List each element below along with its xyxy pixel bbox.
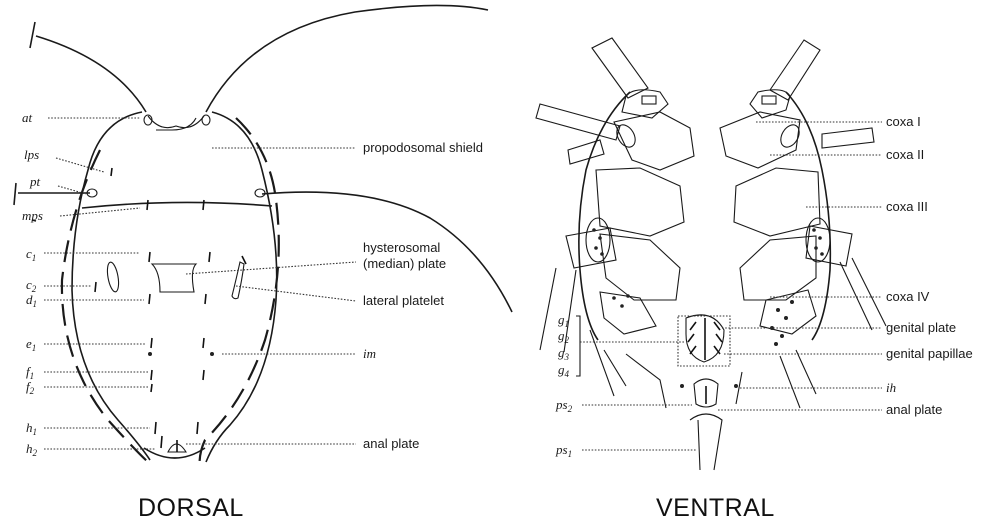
tail xyxy=(690,414,722,470)
coxa-2-right xyxy=(720,112,800,168)
hind-leg-right xyxy=(780,350,816,408)
label-hysterosomal: hysterosomal xyxy=(363,240,440,255)
label-im: im xyxy=(363,346,376,361)
label-h2: h2 xyxy=(26,441,38,458)
leg-3-left xyxy=(566,228,616,268)
notch-detail xyxy=(156,118,196,130)
label-c1: c1 xyxy=(26,246,36,263)
ventral-title: VENTRAL xyxy=(656,494,775,522)
label-median-plate: (median) plate xyxy=(363,256,446,271)
label-mps: mps xyxy=(22,208,43,223)
median-plate xyxy=(152,264,196,292)
leg-2b-left xyxy=(568,140,604,164)
dorsal-body-outline-right xyxy=(206,112,277,462)
lateral-platelet-right xyxy=(232,262,244,299)
label-ps2: ps2 xyxy=(555,397,573,414)
dorsal-view: at lps pt mps c1 c2 d1 e1 f1 f2 h1 h2 pr… xyxy=(14,5,512,522)
coxa-1-left-mark xyxy=(642,96,656,104)
coxa-2-left-oval xyxy=(613,122,639,151)
at-seta-base-right xyxy=(202,115,210,125)
label-g3: g3 xyxy=(558,345,570,362)
g-bracket xyxy=(576,316,580,376)
leg-2-left xyxy=(536,104,620,140)
ih-left xyxy=(680,384,684,388)
label-coxa-2: coxa II xyxy=(886,147,924,162)
coxa-3-left xyxy=(596,168,684,236)
dorsal-dashed-outline xyxy=(62,150,148,462)
ventral-outline-left xyxy=(579,92,630,340)
coxa-1-right-mark xyxy=(762,96,776,104)
coxa-4-left xyxy=(600,292,656,334)
im-pore-left xyxy=(148,352,152,356)
coxa-3-left-dotted xyxy=(586,218,610,262)
leader-lps xyxy=(56,158,104,172)
label-propodosomal-shield: propodosomal shield xyxy=(363,140,483,155)
pt-seta-tip xyxy=(14,183,16,205)
label-pt: pt xyxy=(29,174,41,189)
label-dorsal-anal-plate: anal plate xyxy=(363,436,419,451)
hind-leg-left-b xyxy=(626,354,666,408)
left-long-seta-tip xyxy=(30,22,35,48)
left-long-seta xyxy=(36,36,146,112)
ventral-view: g1 g2 g3 g4 ps2 ps1 coxa I coxa II coxa … xyxy=(536,38,973,522)
coxa-dots xyxy=(592,228,824,346)
label-g4: g4 xyxy=(558,362,570,379)
lateral-platelet-left xyxy=(105,261,120,292)
im-pore-right xyxy=(210,352,214,356)
label-ih: ih xyxy=(886,380,896,395)
label-ps1: ps1 xyxy=(555,442,572,459)
label-g1: g1 xyxy=(558,312,569,329)
coxa-2-left xyxy=(614,112,694,170)
leader-hysterosomal xyxy=(186,262,356,274)
label-lateral-platelet: lateral platelet xyxy=(363,293,444,308)
leader-lateral xyxy=(236,286,356,301)
label-coxa-3: coxa III xyxy=(886,199,928,214)
coxa-3b-left xyxy=(600,234,680,300)
label-g2: g2 xyxy=(558,328,570,345)
dorsal-title: DORSAL xyxy=(138,494,244,522)
ih-right xyxy=(734,384,738,388)
leg-1-left xyxy=(592,38,648,98)
leg-2-right xyxy=(822,128,874,148)
label-genital-plate: genital plate xyxy=(886,320,956,335)
leg-3-right-seg xyxy=(840,258,886,330)
label-d1: d1 xyxy=(26,292,37,309)
right-long-seta xyxy=(206,5,488,112)
label-h1: h1 xyxy=(26,420,37,437)
label-lps: lps xyxy=(24,147,39,162)
dorsal-setae xyxy=(95,168,210,448)
hind-leg-left xyxy=(590,330,626,396)
coxa-4-right xyxy=(760,290,816,334)
coxa-3-right xyxy=(734,168,820,236)
gnathosoma-notch xyxy=(148,116,204,128)
label-at: at xyxy=(22,110,33,125)
label-genital-papillae: genital papillae xyxy=(886,346,973,361)
label-ventral-anal-plate: anal plate xyxy=(886,402,942,417)
label-f2: f2 xyxy=(26,379,35,396)
pt-right xyxy=(255,189,265,197)
label-coxa-1: coxa I xyxy=(886,114,921,129)
label-coxa-4: coxa IV xyxy=(886,289,930,304)
leader-mps xyxy=(60,208,140,216)
leg-1-right xyxy=(770,40,820,100)
label-e1: e1 xyxy=(26,336,36,353)
shield-margin xyxy=(82,202,272,208)
